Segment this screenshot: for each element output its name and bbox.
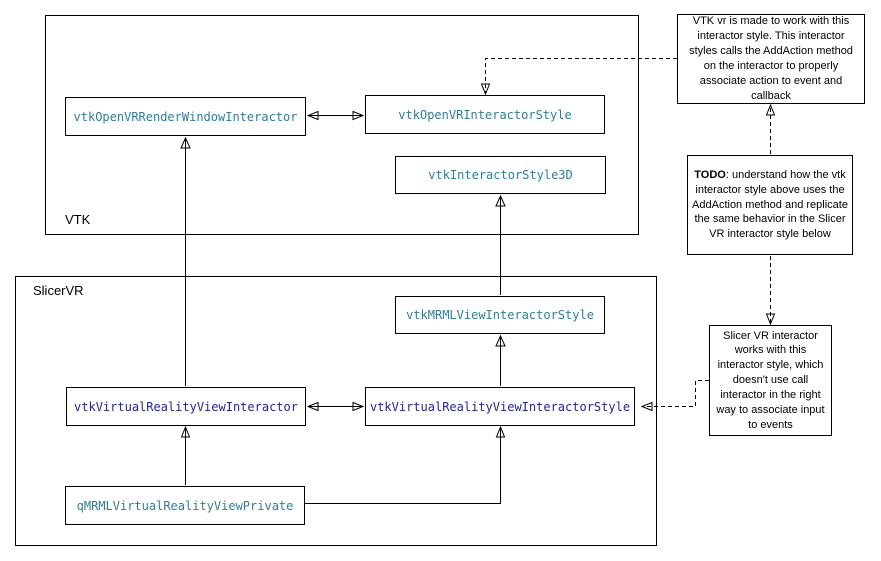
note-slicer-vr-interactor: Slicer VR interactor works with this int… xyxy=(709,325,832,436)
note-text: Slicer VR interactor works with this int… xyxy=(716,329,825,431)
class-label: vtkInteractorStyle3D xyxy=(428,168,573,182)
note-todo: TODO: understand how the vtk interactor … xyxy=(687,155,853,255)
class-box-vtkopenvrrenderwindowinteractor: vtkOpenVRRenderWindowInteractor xyxy=(65,97,306,136)
class-box-vtkvirtualrealityviewinteractorstyle: vtkVirtualRealityViewInteractorStyle xyxy=(365,387,635,426)
todo-label: TODO xyxy=(694,168,726,181)
class-label: vtkMRMLViewInteractorStyle xyxy=(406,308,594,322)
class-label: vtkVirtualRealityViewInteractorStyle xyxy=(369,399,631,414)
group-label-slicervr: SlicerVR xyxy=(33,283,84,298)
class-box-vtkmrmlviewinteractorstyle: vtkMRMLViewInteractorStyle xyxy=(395,296,605,334)
class-box-qmrmlvirtualrealityviewprivate: qMRMLVirtualRealityViewPrivate xyxy=(65,486,305,525)
group-box-slicervr: SlicerVR xyxy=(15,276,657,546)
todo-body: : understand how the vtk interactor styl… xyxy=(692,168,848,241)
class-box-vtkinteractorstyle3d: vtkInteractorStyle3D xyxy=(395,156,606,194)
class-label: vtkVirtualRealityViewInteractor xyxy=(74,399,298,414)
group-label-vtk: VTK xyxy=(65,212,91,227)
class-label: vtkOpenVRRenderWindowInteractor xyxy=(73,109,298,124)
class-box-vtkopenvrinteractorstyle: vtkOpenVRInteractorStyle xyxy=(365,95,605,134)
group-box-vtk: VTK xyxy=(45,15,639,235)
note-text: VTK vr is made to work with this interac… xyxy=(689,15,853,102)
note-vtk-interactor-style: VTK vr is made to work with this interac… xyxy=(677,14,865,104)
class-box-vtkvirtualrealityviewinteractor: vtkVirtualRealityViewInteractor xyxy=(66,387,306,426)
class-label: qMRMLVirtualRealityViewPrivate xyxy=(76,498,294,513)
note-text: TODO: understand how the vtk interactor … xyxy=(692,168,848,242)
class-label: vtkOpenVRInteractorStyle xyxy=(398,107,572,122)
